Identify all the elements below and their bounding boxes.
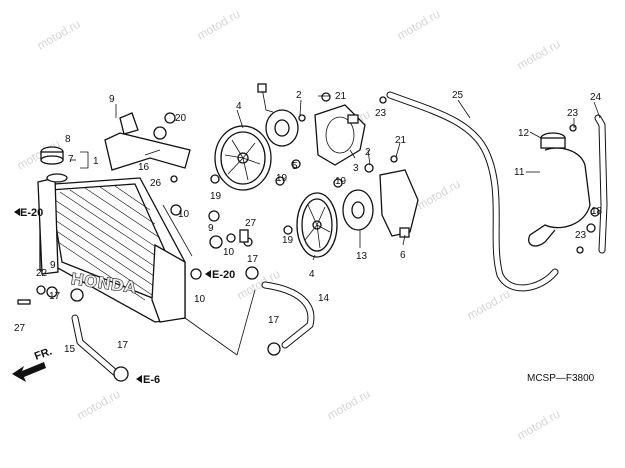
reference-e20-left: E-20 (20, 207, 43, 219)
reference-e6: E-6 (143, 374, 160, 386)
callout-23: 23 (375, 108, 387, 119)
bracket (104, 112, 191, 183)
callout-25: 25 (452, 90, 464, 101)
callout-17: 17 (49, 291, 61, 302)
callout-2: 2 (296, 90, 302, 101)
callout-19: 19 (335, 176, 347, 187)
hoses (71, 91, 608, 379)
callout-24: 24 (590, 92, 602, 103)
callout-12: 12 (518, 128, 530, 139)
callout-14: 14 (318, 293, 330, 304)
leader-lines (70, 95, 601, 356)
callout-6: 6 (400, 250, 406, 261)
callout-23: 23 (575, 230, 587, 241)
fan-motor-upper (257, 83, 299, 147)
watermark: motod.ru (395, 7, 443, 43)
reserve-tank (528, 132, 591, 247)
callout-21: 21 (395, 135, 407, 146)
fan-motor-lower (342, 189, 374, 231)
callout-17: 17 (117, 340, 129, 351)
watermark: motod.ru (35, 17, 83, 53)
callout-23: 23 (567, 108, 579, 119)
watermark: motod.ru (515, 407, 563, 443)
callout-22: 22 (36, 268, 48, 279)
watermark: motod.ru (75, 387, 123, 423)
front-label: FR. (33, 345, 54, 362)
callout-21: 21 (335, 91, 347, 102)
callout-9: 9 (109, 94, 115, 105)
cooling-fan-lower (296, 192, 338, 258)
callout-10: 10 (223, 247, 235, 258)
callout-2: 2 (365, 147, 371, 158)
callout-17: 17 (268, 315, 280, 326)
callout-27: 27 (245, 218, 257, 229)
watermark: motod.ru (195, 7, 243, 43)
callout-3: 3 (353, 163, 359, 174)
callout-numbers: 9 20 8 1 7 16 26 10 4 2 21 23 5 3 2 21 1… (14, 90, 603, 355)
reference-e20-center: E-20 (212, 269, 235, 281)
diagram-code: MCSP—F3800 (527, 373, 595, 384)
callout-27: 27 (14, 323, 26, 334)
fan-shroud-upper (314, 104, 366, 166)
callout-15: 15 (64, 344, 76, 355)
callout-17: 17 (247, 254, 259, 265)
callout-26: 26 (150, 178, 162, 189)
cooling-fan-upper (214, 125, 272, 191)
callout-4: 4 (309, 269, 315, 280)
callout-9: 9 (208, 223, 214, 234)
callout-20: 20 (175, 113, 187, 124)
callout-19: 19 (282, 235, 294, 246)
radiator-cap (40, 146, 68, 183)
callout-18: 18 (591, 206, 603, 217)
callout-9: 9 (50, 260, 56, 271)
callout-10: 10 (178, 209, 190, 220)
watermark: motod.ru (325, 387, 373, 423)
fan-shroud-lower (379, 169, 419, 238)
callout-11: 11 (514, 167, 525, 178)
reference-labels: E-20 E-20 E-6 (14, 207, 235, 386)
watermark: motod.ru (415, 177, 463, 213)
callout-5: 5 (292, 161, 298, 172)
callout-1: 1 (93, 156, 99, 167)
radiator: HONDA (37, 177, 186, 323)
callout-8: 8 (65, 134, 71, 145)
front-direction-arrow: FR. (12, 345, 54, 382)
watermark: motod.ru (465, 287, 513, 323)
callout-10: 10 (194, 294, 206, 305)
watermark: motod.ru (515, 37, 563, 73)
callout-13: 13 (356, 251, 368, 262)
callout-7: 7 (68, 154, 74, 165)
callout-4: 4 (236, 101, 242, 112)
callout-16: 16 (138, 162, 150, 173)
callout-19: 19 (276, 173, 288, 184)
fasteners (17, 92, 600, 382)
callout-19: 19 (210, 191, 222, 202)
